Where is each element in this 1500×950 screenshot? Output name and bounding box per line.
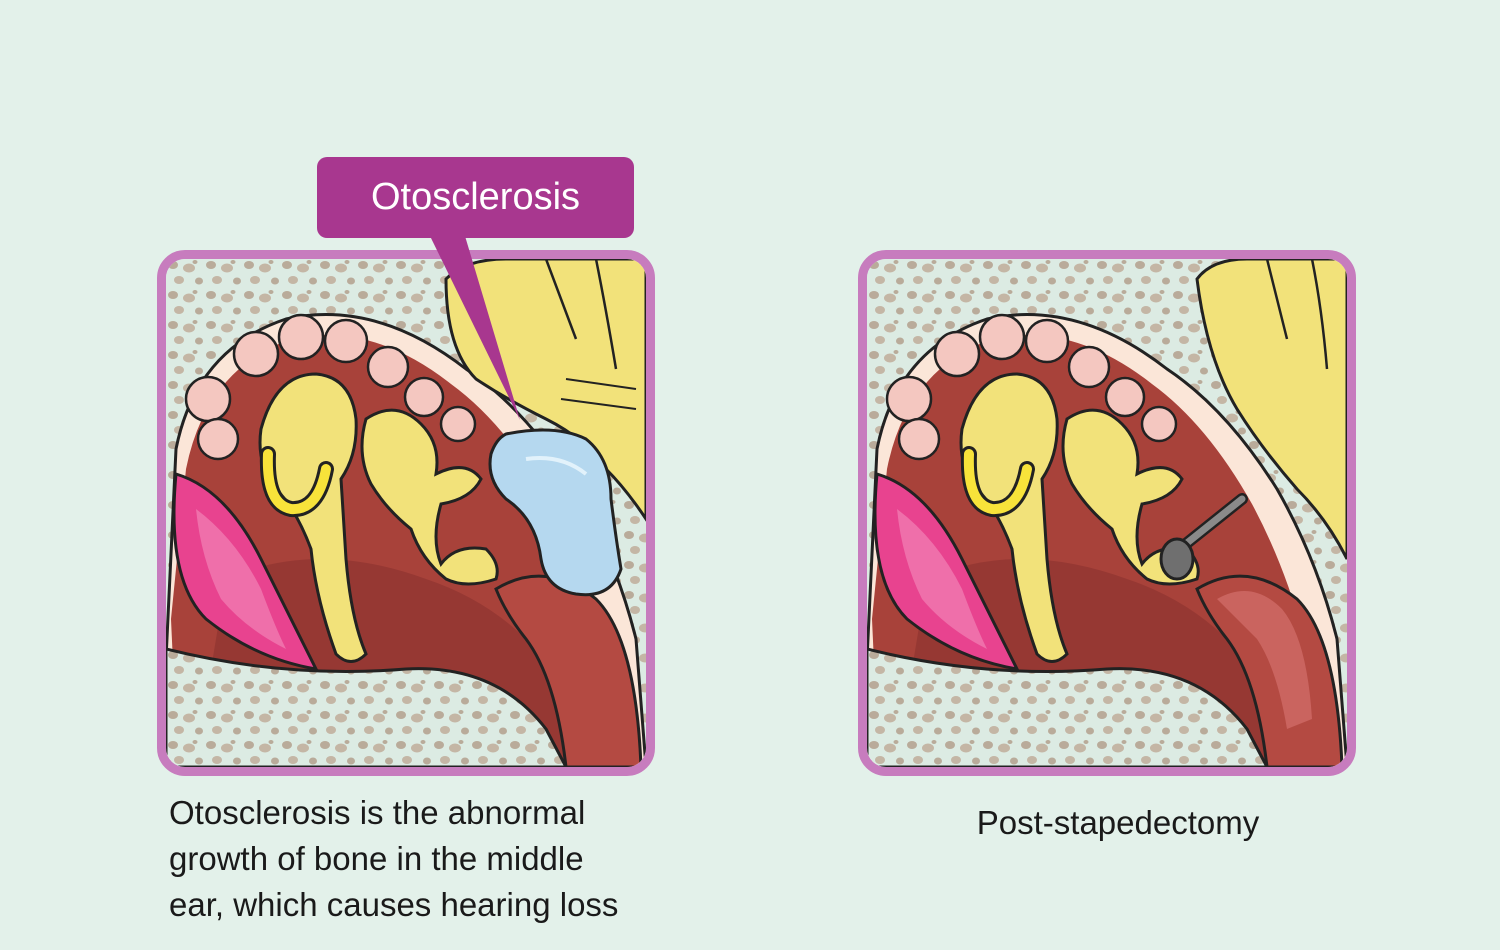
- middle-ear-otosclerosis-illustration: [166, 259, 646, 767]
- otosclerosis-illustration-panel: [157, 250, 655, 776]
- middle-ear-post-stapedectomy-illustration: [867, 259, 1347, 767]
- otosclerosis-callout: Otosclerosis: [317, 157, 634, 238]
- otosclerosis-caption: Otosclerosis is the abnormal growth of b…: [169, 790, 689, 928]
- post-stapedectomy-caption: Post-stapedectomy: [976, 804, 1260, 841]
- callout-label: Otosclerosis: [370, 176, 581, 218]
- caption-line: ear, which causes hearing loss: [169, 886, 619, 923]
- post-stapedectomy-illustration-panel: [858, 250, 1356, 776]
- caption-line: Otosclerosis is the abnormal: [169, 794, 586, 831]
- caption-line: growth of bone in the middle: [169, 840, 584, 877]
